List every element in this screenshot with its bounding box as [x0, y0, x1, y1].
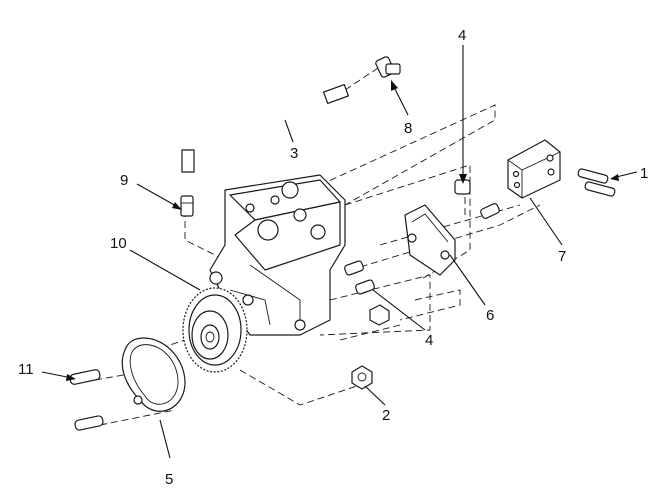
callout-10: 10	[110, 235, 127, 252]
callout-4-bottom: 4	[425, 332, 433, 349]
elbow-fitting	[375, 56, 401, 78]
mounting-studs	[69, 369, 104, 431]
drive-gear	[182, 287, 248, 373]
manifold-block	[507, 139, 561, 199]
callout-7: 7	[558, 248, 566, 265]
hex-nut	[351, 304, 390, 390]
support-bracket	[404, 204, 456, 276]
gasket	[121, 337, 186, 412]
callout-9: 9	[120, 172, 128, 189]
straight-fitting	[180, 195, 194, 217]
bolts	[577, 168, 616, 197]
callout-labels: 1 2 3 4 4 5 6 7 8 9 10 11	[18, 27, 648, 488]
air-hose	[181, 83, 349, 173]
callout-6: 6	[486, 307, 494, 324]
callout-3: 3	[290, 145, 298, 162]
callout-11: 11	[18, 361, 34, 378]
callout-2: 2	[382, 407, 390, 424]
leader-lines	[41, 45, 638, 459]
callout-4-top: 4	[458, 27, 466, 44]
cap-screws	[344, 179, 500, 295]
callout-8: 8	[404, 120, 412, 137]
callout-1: 1	[640, 165, 648, 182]
air-compressor	[209, 174, 346, 336]
callout-5: 5	[165, 471, 173, 488]
